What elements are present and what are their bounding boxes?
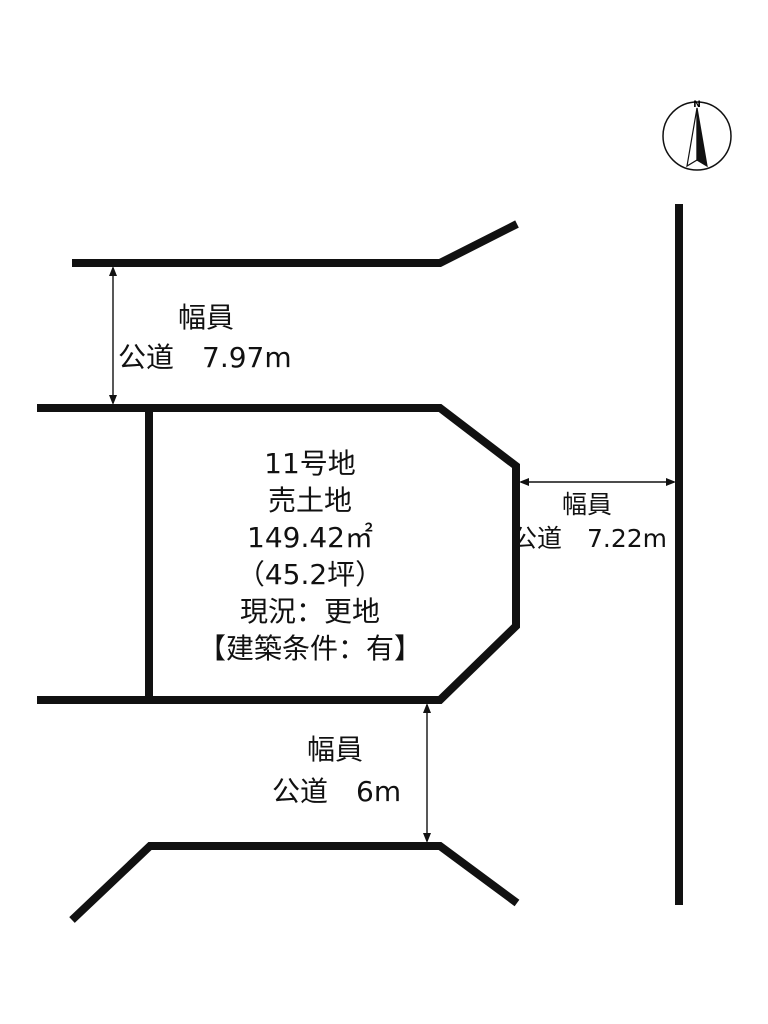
east-road-width-label: 幅員 bbox=[562, 490, 613, 519]
lot-info: 11号地 売土地 149.42㎡ （45.2坪） 現況：更地 【建築条件：有】 bbox=[170, 445, 450, 667]
lot-type: 売土地 bbox=[267, 484, 352, 517]
north-road-width-arrow bbox=[109, 266, 117, 405]
north-road-width-label: 幅員 bbox=[178, 301, 235, 334]
east-road-value: 公道 7.22m bbox=[512, 524, 668, 553]
lot-area-tsubo: （45.2坪） bbox=[236, 558, 384, 591]
south-road-width-label: 幅員 bbox=[307, 733, 364, 766]
lot-area-sqm: 149.42㎡ bbox=[247, 521, 373, 554]
north-road-upper-edge bbox=[72, 220, 519, 267]
east-road-width-arrow bbox=[519, 478, 676, 486]
lot-boundary bbox=[37, 404, 520, 704]
lot-condition: 【建築条件：有】 bbox=[197, 632, 422, 665]
lot-number: 11号地 bbox=[264, 447, 356, 480]
south-road-value: 公道 6m bbox=[272, 775, 402, 808]
lot-status: 現況：更地 bbox=[239, 595, 380, 628]
south-road-lower-edge bbox=[69, 842, 520, 923]
compass-north-label: N bbox=[693, 100, 701, 110]
north-road-value: 公道 7.97m bbox=[118, 341, 292, 374]
south-road-width-arrow bbox=[423, 703, 431, 843]
north-compass-icon: N bbox=[662, 100, 732, 171]
